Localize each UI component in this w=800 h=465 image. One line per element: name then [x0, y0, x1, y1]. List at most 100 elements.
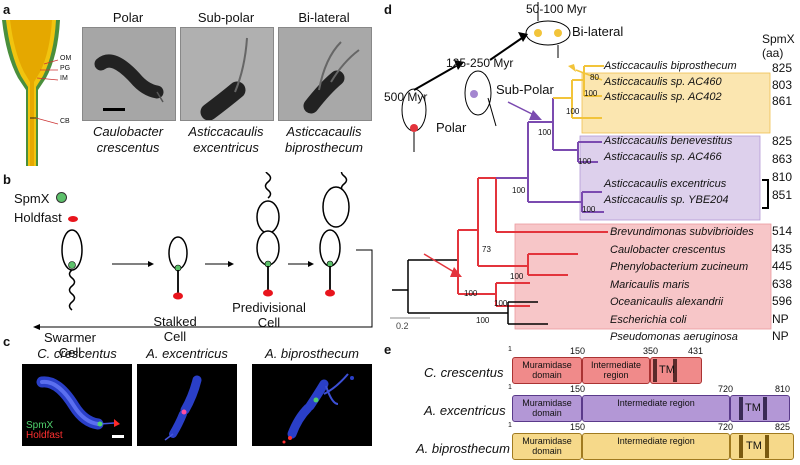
bootstrap-value: 100	[578, 157, 592, 166]
fl-title-biprosthecum: A. biprosthecum	[265, 346, 359, 361]
fl-title-excentricus: A. excentricus	[146, 346, 228, 361]
spmx-legend-text: SpmX	[14, 191, 50, 206]
spmx-column-header: SpmX (aa)	[762, 32, 795, 60]
taxon-label: Asticcacaulis sp. YBE204	[604, 193, 729, 206]
holdfast-legend-text: Holdfast	[14, 210, 62, 225]
panel-e-label: e	[384, 342, 392, 357]
legend-holdfast: Holdfast	[14, 210, 79, 225]
stage-swarmer: Swarmer Cell	[43, 330, 96, 360]
taxon-label: Asticcacaulis sp. AC402	[604, 91, 722, 103]
panel-d-label: d	[384, 2, 392, 17]
aa-list-c: 514 435 445 638 596 NP NP	[772, 224, 793, 343]
species-biprosthecum: Asticcacaulis biprosthecum	[284, 124, 364, 155]
time-50-100: 50-100 Myr	[526, 2, 587, 16]
muramidase-domain: Muramidase domain	[512, 433, 582, 460]
taxon-label: Caulobacter crescentus	[610, 243, 726, 256]
taxa-list-a: Asticcacaulis biprosthecum Asticcacaulis…	[604, 59, 737, 106]
fl-legend-holdfast: Holdfast	[26, 430, 63, 441]
panel-a-label: a	[3, 2, 11, 17]
tm-domain: TM	[650, 357, 702, 384]
fluorescence-image-biprosthecum	[252, 364, 372, 446]
stage-predivisional: Predivisional Cell	[232, 300, 306, 330]
aa-list-a: 825 803 861	[772, 61, 793, 108]
bootstrap-value: 100	[476, 316, 490, 325]
layer-labels: OM PG IM	[60, 54, 71, 84]
intermediate-region: Intermediate region	[582, 433, 730, 460]
taxon-label: Asticcacaulis biprosthecum	[604, 60, 737, 72]
taxon-label: Phenylobacterium zucineum	[610, 261, 749, 273]
polar-title: Polar	[112, 10, 144, 25]
bootstrap-value: 100	[464, 289, 478, 298]
bootstrap-value: 100	[494, 299, 508, 308]
domain-species-biprosthecum: A. biprosthecum	[416, 441, 510, 456]
intermediate-region: Intermediate region	[582, 357, 650, 384]
fl-title-crescentus: C. crescentus	[37, 346, 117, 361]
tick-label: 150	[570, 346, 586, 356]
tick-label: 810	[775, 384, 791, 394]
holdfast-dot-icon	[68, 216, 79, 222]
bootstrap-value: 100	[566, 107, 580, 116]
fluorescence-image-crescentus: SpmX Holdfast	[22, 364, 132, 446]
taxon-label: Asticcacaulis sp. AC466	[604, 150, 722, 163]
layer-cb: CB	[60, 118, 70, 125]
tick-label: 720	[718, 384, 734, 394]
em-image-biprosthecum	[278, 27, 372, 121]
tick-label: 825	[775, 422, 791, 432]
panel-b-label: b	[3, 172, 11, 187]
taxon-label: Asticcacaulis excentricus	[604, 178, 727, 190]
layer-pg: PG	[60, 65, 71, 72]
fl-legend: SpmX Holdfast	[26, 421, 63, 441]
tick-label: 350	[643, 346, 659, 356]
tick-label: 1	[508, 346, 512, 353]
em-image-excentricus	[180, 27, 274, 121]
scale-bar-label: 0.2	[396, 321, 409, 331]
bootstrap-value: 100	[538, 128, 552, 137]
taxon-label: Asticcacaulis sp. AC460	[604, 75, 722, 88]
tick-label: 720	[718, 422, 734, 432]
muramidase-domain: Muramidase domain	[512, 395, 582, 422]
bootstrap-value: 100	[510, 272, 524, 281]
tick-label: 1	[508, 422, 512, 429]
tick-label: 1	[508, 384, 512, 391]
bootstrap-value: 73	[482, 245, 491, 254]
cell-envelope-diagram	[2, 20, 60, 166]
aa-list-b: 825 863 810 851	[772, 134, 793, 202]
bilateral-title: Bi-lateral	[298, 10, 350, 25]
tick-label: 150	[570, 384, 586, 394]
panel-c-label: c	[3, 334, 11, 349]
taxon-label: Maricaulis maris	[610, 278, 690, 291]
taxon-label: Oceanicaulis alexandrii	[610, 296, 724, 308]
phylogenetic-tree	[390, 2, 772, 330]
tick-label: 431	[688, 346, 704, 356]
taxa-list-b: Asticcacaulis benevestitus Asticcacaulis…	[604, 134, 732, 208]
fl-legend-spmx: SpmX	[26, 420, 54, 431]
taxa-list-c: Brevundimonas subvibrioides Caulobacter …	[610, 224, 754, 347]
intermediate-region: Intermediate region	[582, 395, 730, 422]
species-caulobacter: Caulobacter crescentus	[92, 124, 164, 155]
time-500: 500 Myr	[384, 90, 428, 104]
morph-bilateral: Bi-lateral	[572, 24, 624, 39]
morph-polar: Polar	[436, 120, 467, 135]
domain-species-crescentus: C. crescentus	[424, 365, 504, 380]
tm-domain: TM	[730, 395, 790, 422]
stage-stalked: Stalked Cell	[153, 314, 197, 344]
bootstrap-value: 100	[512, 186, 526, 195]
time-125-250: 125-250 Myr	[446, 56, 514, 70]
fluorescence-image-excentricus	[137, 364, 237, 446]
cell-cycle-diagram	[33, 172, 373, 330]
bootstrap-value: 100	[584, 89, 598, 98]
layer-om: OM	[60, 55, 72, 62]
morph-subpolar: Sub-Polar	[496, 82, 554, 97]
muramidase-domain: Muramidase domain	[512, 357, 582, 384]
spmx-dot-icon	[56, 192, 68, 203]
species-excentricus: Asticcacaulis excentricus	[188, 124, 264, 155]
taxon-label: Asticcacaulis benevestitus	[604, 135, 733, 147]
legend-spmx: SpmX	[14, 191, 68, 206]
layer-im: IM	[60, 75, 68, 82]
em-image-caulobacter	[82, 27, 176, 121]
subpolar-title: Sub-polar	[197, 10, 255, 25]
taxon-label: Escherichia coli	[610, 313, 687, 326]
taxon-label: Brevundimonas subvibrioides	[610, 226, 754, 238]
bootstrap-value: 100	[582, 205, 596, 214]
taxon-label: Pseudomonas aeruginosa	[610, 331, 738, 343]
